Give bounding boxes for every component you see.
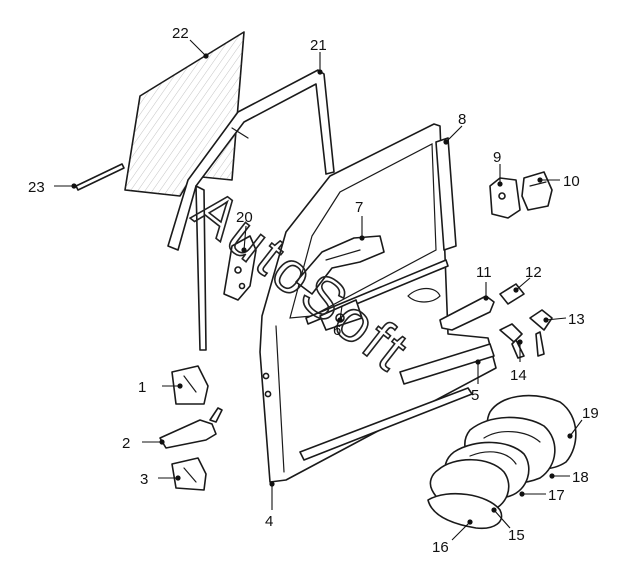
callout-label: 17 bbox=[548, 487, 565, 504]
callout-label: 22 bbox=[172, 25, 189, 42]
outer-molding bbox=[399, 343, 495, 385]
outer-door-handle bbox=[439, 295, 495, 331]
lock-cylinder bbox=[499, 283, 525, 305]
callout-label: 20 bbox=[236, 209, 253, 226]
inner-door-handle bbox=[295, 235, 385, 295]
callout-label: 6 bbox=[333, 322, 341, 339]
hinge-pin bbox=[159, 407, 223, 449]
callout-label: 18 bbox=[572, 469, 589, 486]
callout-label: 8 bbox=[458, 111, 466, 128]
callout-label: 1 bbox=[138, 379, 146, 396]
glass-run-strip bbox=[75, 163, 125, 191]
callout-label: 7 bbox=[355, 199, 363, 216]
callout-label: 16 bbox=[432, 539, 449, 556]
b-pillar-seal bbox=[435, 137, 457, 251]
callout-label: 15 bbox=[508, 527, 525, 544]
callout-label: 19 bbox=[582, 405, 599, 422]
callout-label: 14 bbox=[510, 367, 527, 384]
striker-block bbox=[521, 171, 553, 211]
callout-label: 4 bbox=[265, 513, 273, 530]
callout-label: 12 bbox=[525, 264, 542, 281]
callout-layer: 1 2 3 4 5 6 7 8 9 10 11 12 bbox=[28, 25, 599, 556]
striker-plate bbox=[489, 177, 521, 219]
callout-label: 2 bbox=[122, 435, 130, 452]
lower-hinge bbox=[171, 457, 207, 491]
callout-label: 11 bbox=[476, 264, 492, 281]
door-key bbox=[499, 323, 525, 359]
window-frame-channel bbox=[167, 69, 335, 351]
callout-label: 9 bbox=[493, 149, 501, 166]
callout-label: 5 bbox=[471, 387, 479, 404]
callout-label: 3 bbox=[140, 471, 148, 488]
upper-hinge bbox=[171, 365, 209, 405]
callout-label: 21 bbox=[310, 37, 327, 54]
mirror-gasket bbox=[427, 492, 503, 530]
lock-set bbox=[529, 309, 553, 357]
callout-label: 23 bbox=[28, 179, 45, 196]
callout-label: 10 bbox=[563, 173, 580, 190]
door-shell bbox=[259, 123, 497, 483]
callout-label: 13 bbox=[568, 311, 585, 328]
mirror-bracket bbox=[223, 235, 257, 301]
